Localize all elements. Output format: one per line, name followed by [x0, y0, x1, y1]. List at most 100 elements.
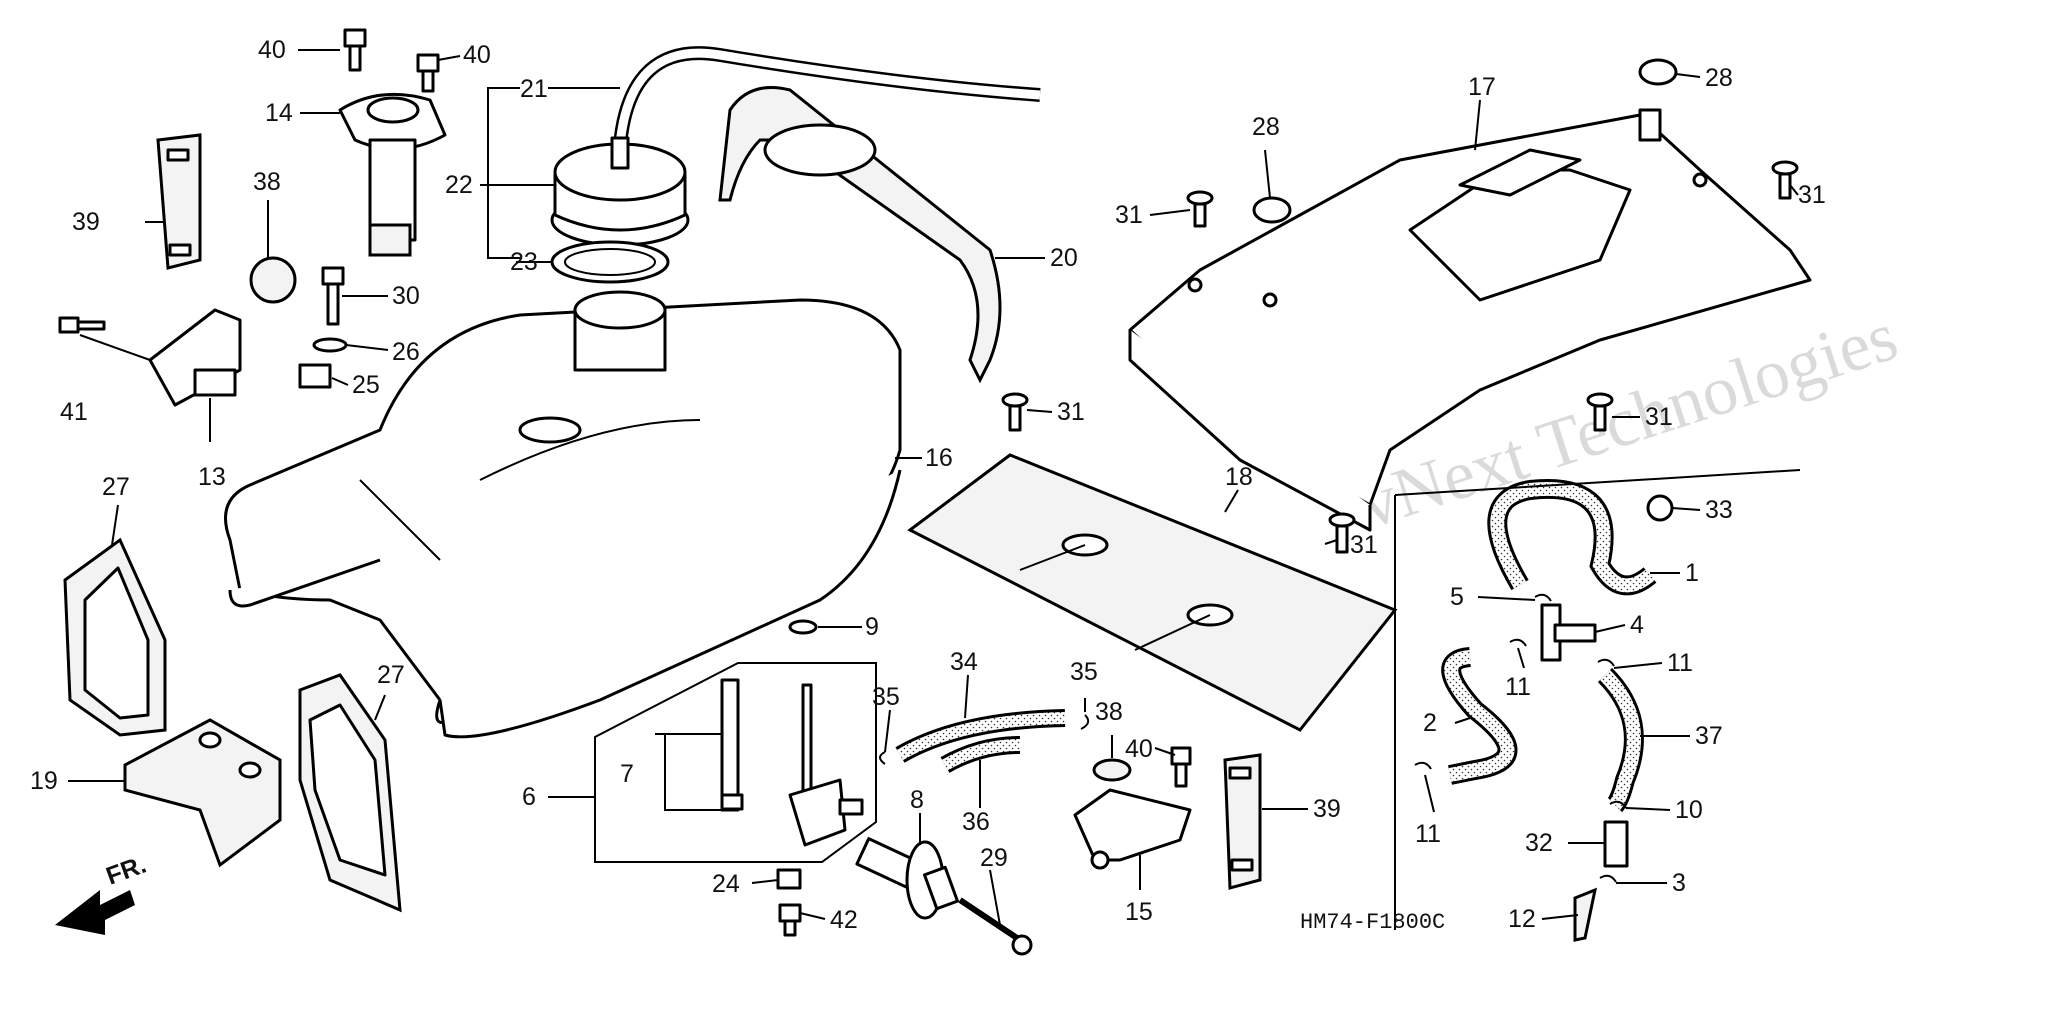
front-direction-arrow: FR. [55, 851, 150, 935]
callout-9: 9 [865, 613, 879, 641]
drain-tube-12 [1573, 887, 1598, 942]
callout-11b: 11 [1667, 649, 1693, 677]
callout-28a: 28 [1705, 64, 1733, 92]
figure-code: HM74-F1800C [1300, 910, 1445, 935]
callout-35a: 35 [872, 683, 900, 711]
callout-39a: 39 [72, 208, 100, 236]
callout-5: 5 [1450, 583, 1464, 611]
callout-18: 18 [1225, 463, 1253, 491]
mount-bracket-13 [58, 308, 242, 407]
clip-11a [1509, 638, 1527, 647]
callout-11a: 11 [1505, 673, 1531, 701]
callout-40c: 40 [1125, 735, 1153, 763]
tank-cushion-27b [298, 673, 402, 913]
callout-19: 19 [30, 767, 58, 795]
callout-38a: 38 [253, 168, 281, 196]
callout-25: 25 [352, 371, 380, 399]
callout-40a: 40 [258, 36, 286, 64]
callout-labels: 40 40 14 39 38 41 13 30 26 25 21 22 23 2… [30, 36, 1826, 934]
callout-2: 2 [1423, 709, 1437, 737]
callout-17: 17 [1468, 73, 1496, 101]
callout-41: 41 [60, 398, 88, 426]
bolt-40c [1170, 746, 1192, 788]
callout-37: 37 [1695, 722, 1723, 750]
clip-31a [1186, 190, 1214, 228]
callout-32: 32 [1525, 829, 1553, 857]
callout-23: 23 [510, 248, 538, 276]
grommet-28a [1638, 58, 1678, 86]
nut-33 [1646, 494, 1674, 522]
callout-13: 13 [198, 463, 226, 491]
rubber-strap-39b [1223, 753, 1262, 890]
clip-3 [1599, 874, 1617, 883]
fuel-tank [224, 290, 902, 739]
callout-30: 30 [392, 282, 420, 310]
bolt-40a [343, 28, 367, 72]
nut-25 [298, 363, 332, 389]
clip-31d [1586, 392, 1614, 432]
clip-11c [1414, 761, 1432, 770]
clip-11b [1597, 658, 1615, 667]
bracket-19 [123, 718, 282, 868]
leader-lines [68, 49, 1801, 930]
clip-31e [1328, 512, 1356, 554]
callout-31a: 31 [1115, 201, 1143, 229]
callout-12: 12 [1508, 905, 1536, 933]
t-joint-4 [1540, 603, 1597, 662]
nut-24 [776, 868, 802, 890]
callout-35b: 35 [1070, 658, 1098, 686]
tank-cushion-27a [63, 537, 167, 737]
joint-32 [1603, 820, 1629, 868]
breather-hose-1 [1487, 479, 1657, 596]
callout-28b: 28 [1252, 113, 1280, 141]
callout-21: 21 [520, 75, 548, 103]
callout-42: 42 [830, 906, 858, 934]
callout-6: 6 [522, 783, 536, 811]
callout-1: 1 [1685, 559, 1699, 587]
screw-29 [958, 897, 1033, 956]
callout-22: 22 [445, 171, 473, 199]
clip-35a [879, 751, 886, 765]
callout-31c: 31 [1057, 398, 1085, 426]
callout-27b: 27 [377, 661, 405, 689]
callout-31d: 31 [1645, 403, 1673, 431]
callout-15: 15 [1125, 898, 1153, 926]
callout-26: 26 [392, 338, 420, 366]
callout-11c: 11 [1415, 820, 1441, 848]
callout-31b: 31 [1798, 181, 1826, 209]
clip-31c [1001, 392, 1029, 432]
bolt-30 [321, 266, 345, 326]
washer-26 [312, 337, 348, 353]
callout-10: 10 [1675, 796, 1703, 824]
rubber-cushion-38b [1092, 758, 1132, 782]
cock-assembly-group [594, 662, 877, 863]
callout-38b: 38 [1095, 698, 1123, 726]
callout-29: 29 [980, 844, 1008, 872]
cock-knob-8 [855, 837, 959, 920]
callout-31e: 31 [1350, 531, 1378, 559]
callout-27a: 27 [102, 473, 130, 501]
callout-14: 14 [265, 99, 293, 127]
callout-40b: 40 [463, 41, 491, 69]
rubber-strap-39a [156, 133, 202, 270]
bolt-42 [778, 903, 802, 937]
callout-24: 24 [712, 870, 740, 898]
clip-5 [1534, 593, 1552, 602]
callout-39b: 39 [1313, 795, 1341, 823]
clip-35b [1080, 714, 1090, 730]
fuel-cap [550, 136, 690, 247]
callout-20: 20 [1050, 244, 1078, 272]
bolt-40b [416, 53, 440, 93]
fuel-strainer-7a [720, 678, 740, 812]
callout-34: 34 [950, 648, 978, 676]
direction-label: FR. [102, 851, 149, 891]
callout-16: 16 [925, 444, 953, 472]
tank-bracket [718, 86, 1002, 384]
rubber-cushion-38a [249, 256, 297, 304]
fuel-cock-6 [788, 683, 864, 847]
callout-4: 4 [1630, 611, 1644, 639]
side-cover-17 [1128, 108, 1812, 532]
clip-31b [1771, 160, 1799, 200]
callout-33: 33 [1705, 496, 1733, 524]
